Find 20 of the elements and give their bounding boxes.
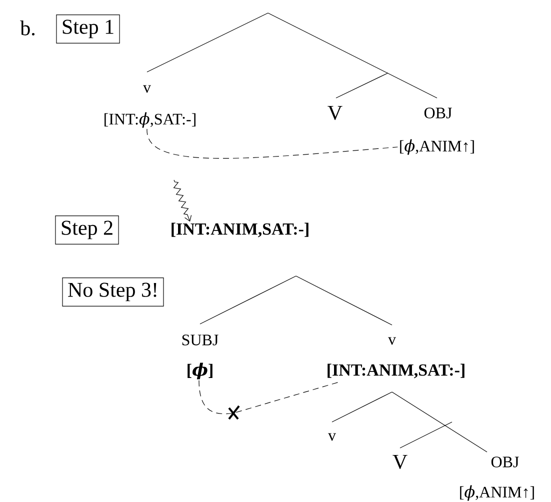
category-label: OBJ [424, 108, 452, 118]
feature-bundle: [INT:ANIM,SAT:-] [172, 222, 308, 238]
category-label: v [388, 337, 396, 345]
category-label: v [143, 85, 151, 93]
category-label: V [392, 454, 408, 470]
squiggle-arrow [173, 180, 192, 222]
feature-bundle: [INT:ϕ,SAT:-] [104, 112, 196, 128]
category-label: OBJ [491, 456, 519, 468]
feature-bundle: [ϕ,ANIM↑] [400, 139, 474, 155]
agree-link [146, 128, 398, 159]
step-box: Step 2 [55, 216, 119, 244]
category-label: v [328, 433, 336, 441]
feature-bundle: [ϕ,ANIM↑] [460, 485, 534, 501]
list-marker: b. [20, 20, 34, 36]
category-label: V [328, 106, 342, 120]
feature-bundle: [ϕ] [188, 362, 212, 380]
category-label: SUBJ [182, 334, 218, 346]
feature-bundle: [INT:ANIM,SAT:-] [328, 364, 464, 378]
step-box: Step 1 [56, 14, 120, 44]
step-box: No Step 3! [62, 278, 164, 306]
